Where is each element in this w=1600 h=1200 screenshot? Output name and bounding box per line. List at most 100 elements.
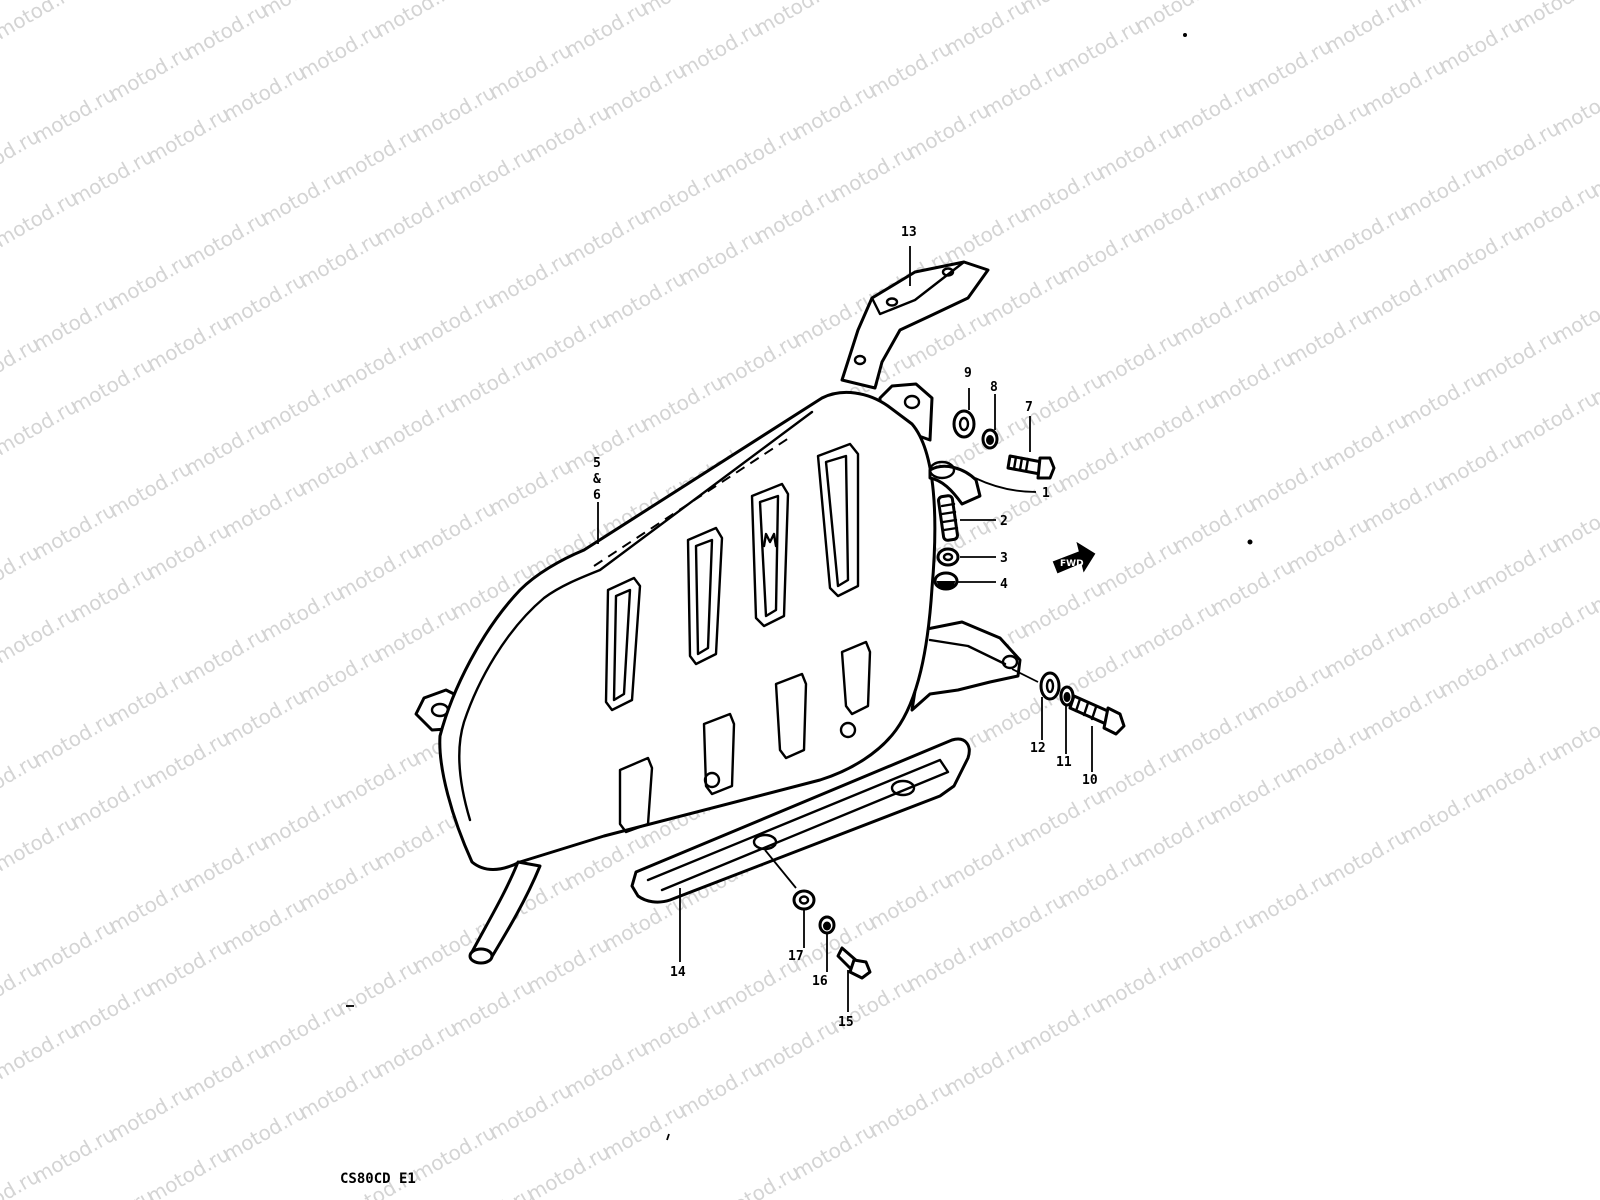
watermark-text: motod.ru [523,932,614,999]
callout-10: 10 [1082,773,1098,788]
callout-12: 12 [1030,741,1046,756]
diagram-code: CS80CD E1 [340,1171,416,1187]
watermark-text: motod.ru [1321,200,1412,267]
watermark-text: motod.ru [67,976,158,1043]
watermark-text: motod.ru [979,264,1070,331]
watermark-text: motod.ru [599,266,690,333]
watermark-text: motod.ru [865,1076,956,1143]
watermark-text: motod.ru [485,38,576,105]
watermark-text: motod.ru [637,0,728,20]
watermark-text: motod.ru [1283,96,1374,163]
watermark-text: motod.ru [1435,12,1526,79]
watermark-text: motod.ru [1473,116,1564,183]
watermark-text: motod.ru [181,830,272,897]
watermark-text: motod.ru [561,0,652,62]
watermark-text: motod.ru [1093,326,1184,393]
bolt-15 [836,946,872,980]
watermark-text: motod.ru [789,1118,880,1185]
watermark-text: motod.ru [257,788,348,855]
watermark-text: motod.ru [105,1080,196,1147]
watermark-text: motod.ru [1055,430,1146,497]
watermark-text: motod.ru [1207,346,1298,413]
washer-12 [1039,671,1061,701]
watermark-text: motod.ru [1359,470,1450,537]
watermark-text: motod.ru [295,226,386,293]
watermark-text: motod.ru [447,974,538,1041]
watermark-text: motod.ru [523,100,614,167]
watermark-text: motod.ru [561,1036,652,1103]
callout-labels: 13 9 8 7 1 2 3 4 5 & 6 12 11 10 14 17 16… [593,225,1098,1030]
watermark-text: motod.ru [29,1122,120,1189]
watermark-text: motod.ru [1435,636,1526,703]
inlet-washer [933,571,959,591]
watermark-text: motod.ru [219,268,310,335]
watermark-text: motod.ru [1321,408,1412,475]
watermark-text: motod.ru [1473,532,1564,599]
watermark-text: motod.ru [485,1078,576,1145]
watermark-text: motod.ru [371,392,462,459]
watermark-text: motod.ru [1397,366,1488,433]
watermark-text: motod.ru [1435,220,1526,287]
watermark-text: motod.ru [1549,282,1600,349]
watermark-text: motod.ru [371,1016,462,1083]
watermark-text: motod.ru [1169,76,1260,143]
watermark-text: motod.ru [1397,0,1488,16]
callout-4: 4 [1000,577,1008,592]
watermark-text: motod.ru [67,0,158,2]
watermark-text: motod.ru [29,706,120,773]
watermark-text: motod.ru [485,454,576,521]
watermark-text: motod.ru [295,1058,386,1125]
washer-17 [792,889,816,911]
watermark-text: motod.ru [1131,388,1222,455]
watermark-text: motod.ru [67,352,158,419]
bolt-10 [1068,694,1126,736]
inlet-stud [937,494,959,542]
watermark-text: motod.ru [29,914,120,981]
watermark-text: motod.ru [409,1120,500,1187]
watermark-text: motod.ru [1207,762,1298,829]
watermark-text: motod.ru [1397,574,1488,641]
watermark-text: motod.ru [979,888,1070,955]
watermark-text: motod.ru [827,140,918,207]
watermark-text: motod.ru [105,456,196,523]
watermark-text: motod.ru [1017,0,1108,18]
watermark-text: motod.ru [143,310,234,377]
watermark-text: motod.ru [409,80,500,147]
watermark-text: motod.ru [447,350,538,417]
watermark-text: motod.ru [371,600,462,667]
watermark-text: motod.ru [105,664,196,731]
watermark-text: motod.ru [333,746,424,813]
callout-9: 9 [964,366,972,381]
watermark-text: motod.ru [333,538,424,605]
watermark-text: motod.ru [1169,908,1260,975]
watermark-text: motod.ru [1549,74,1600,141]
watermark-text: motod.ru [447,142,538,209]
watermark-text: motod.ru [333,954,424,1021]
watermark-text: motod.ru [1245,866,1336,933]
watermark-text: motod.ru [1549,698,1600,765]
watermark-text: motod.ru [333,122,424,189]
watermark-text: motod.ru [1131,804,1222,871]
watermark-text: motod.ru [1017,160,1108,227]
watermark-text: motod.ru [903,930,994,997]
watermark-text: motod.ru [1473,740,1564,807]
watermark-text: motod.ru [1549,490,1600,557]
watermark-text: motod.ru [1131,0,1222,38]
watermark-text: motod.ru [1283,720,1374,787]
watermark-text: motod.ru [1283,512,1374,579]
watermark-text: motod.ru [1359,678,1450,745]
front-direction-arrow: FWD [1052,541,1096,574]
watermark-text: motod.ru [67,144,158,211]
watermark-text: motod.ru [1283,304,1374,371]
watermark-text: motod.ru [979,472,1070,539]
watermark-text: motod.ru [561,412,652,479]
muffler-protector [630,737,971,904]
watermark-text: motod.ru [1017,784,1108,851]
watermark-text: motod.ru [1397,782,1488,849]
callout-7: 7 [1025,400,1033,415]
watermark-text: motod.ru [295,434,386,501]
callout-15: 15 [838,1015,854,1030]
upper-bracket [840,260,990,390]
watermark-text: motod.ru [371,808,462,875]
watermark-text: motod.ru [485,246,576,313]
